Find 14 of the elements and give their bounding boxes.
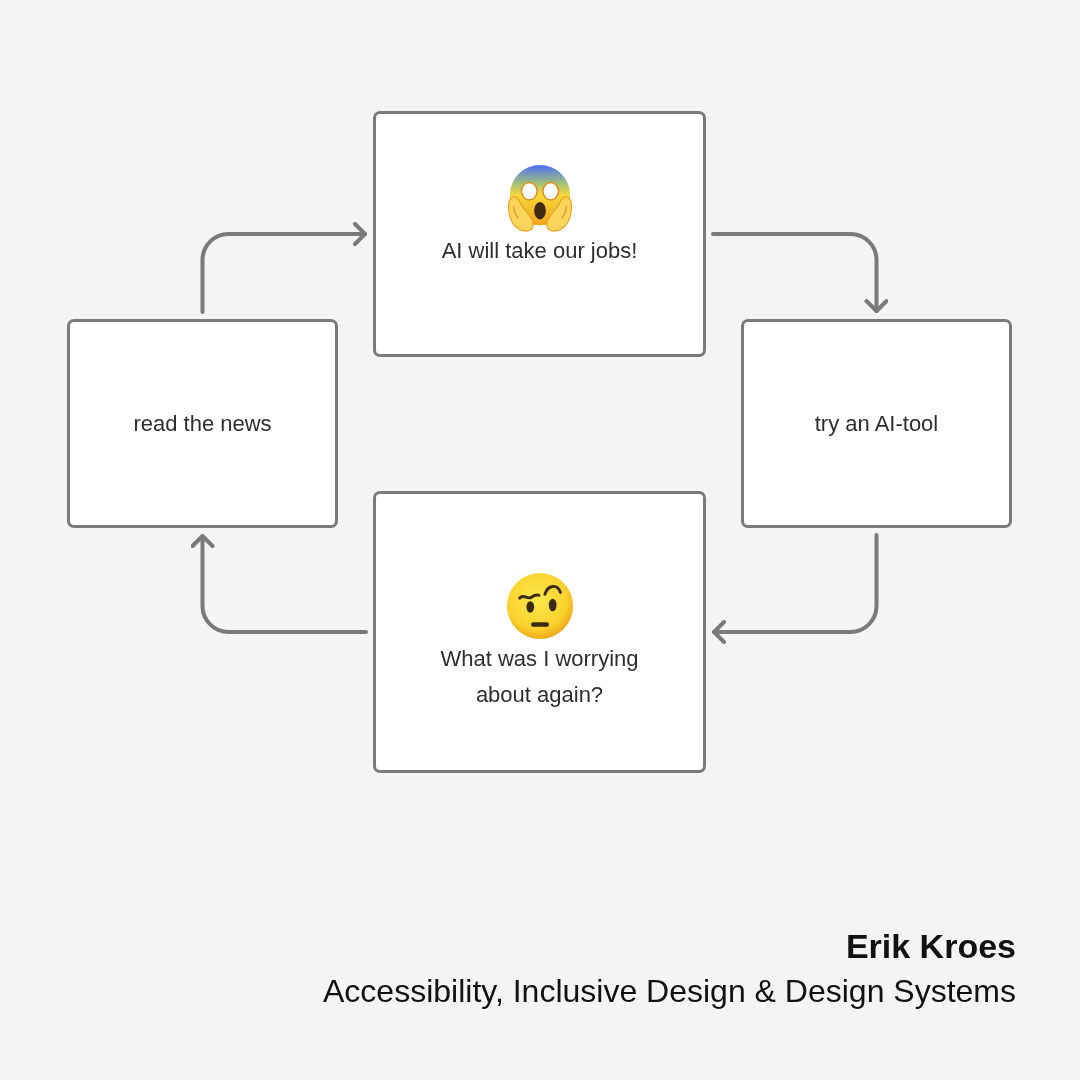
node-label: What was I worrying about again? xyxy=(439,645,640,709)
process-box xyxy=(67,319,338,528)
process-box xyxy=(741,319,1012,528)
arrow xyxy=(712,533,879,644)
arrow xyxy=(190,534,368,634)
node-label: read the news xyxy=(133,409,272,438)
node-label: try an AI-tool xyxy=(814,409,939,438)
node-label: AI will take our jobs! xyxy=(441,237,638,265)
process-box xyxy=(373,491,706,773)
author-tagline: Accessibility, Inclusive Design & Design Systems xyxy=(323,972,1016,1011)
process-box xyxy=(373,111,706,357)
arrow xyxy=(711,232,889,313)
author-name: Erik Kroes xyxy=(845,926,1016,967)
arrow xyxy=(200,222,367,314)
